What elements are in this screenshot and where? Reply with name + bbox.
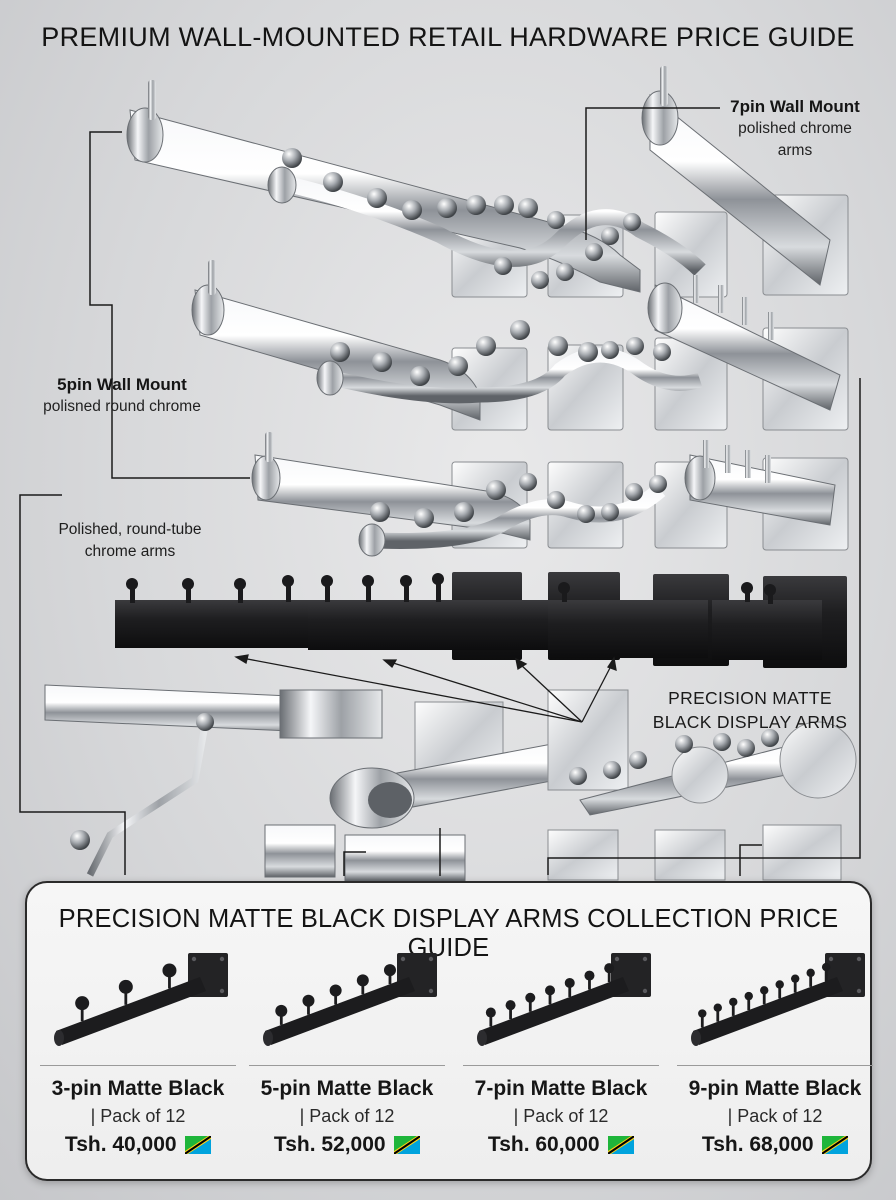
matte-black-arm-row (115, 572, 847, 668)
pin-ball (162, 963, 177, 978)
product-name: 3-pin Matte Black (51, 1077, 225, 1100)
chrome-arm-row-3 (251, 432, 836, 557)
product-name: 7-pin Matte Black (474, 1077, 648, 1100)
pin-ball (525, 992, 536, 1003)
product-price: Tsh. 68,000 (701, 1133, 814, 1156)
tanzania-flag-icon (394, 1136, 421, 1154)
tanzania-flag-icon (608, 1136, 635, 1154)
pin-ball (485, 1007, 496, 1018)
product-divider (677, 1065, 873, 1066)
callout-7pin-line2: arms (777, 142, 813, 159)
product-divider (249, 1065, 445, 1066)
chrome-bottom-pieces (44, 684, 857, 882)
callout-5pin-title: 5pin Wall Mount (57, 375, 187, 394)
product-card-7pin[interactable]: 7-pin Matte Black | Pack of 12 Tsh. 60,0… (463, 943, 659, 1168)
product-card-5pin[interactable]: 5-pin Matte Black | Pack of 12 Tsh. 52,0… (249, 943, 445, 1168)
product-pack: | Pack of 12 (513, 1106, 609, 1126)
arm-bar (693, 977, 843, 1045)
callout-round-tube-arms: Polished, round-tube chrome arms (40, 519, 220, 563)
pin-ball (713, 1003, 722, 1012)
callout-7pin-title: 7pin Wall Mount (730, 97, 860, 116)
pin-ball (698, 1009, 707, 1018)
matte-black-arrows (234, 654, 617, 723)
pin-ball (604, 963, 615, 974)
pin-ball (775, 980, 784, 989)
product-price-row: Tsh. 68,000 (677, 1133, 873, 1157)
pin-ball (505, 1000, 516, 1011)
callout-black-line2: BLACK DISPLAY ARMS (652, 712, 848, 732)
callout-7pin-wall-mount: 7pin Wall Mount polished chrome arms (700, 96, 890, 162)
callout-7pin-line1: polished chrome (738, 120, 852, 137)
product-pack: | Pack of 12 (90, 1106, 186, 1126)
pin-ball (383, 964, 396, 977)
product-divider (463, 1065, 659, 1066)
pin-ball (356, 974, 369, 987)
callout-matte-black-arms: PRECISION MATTE BLACK DISPLAY ARMS (630, 686, 870, 734)
callout-round-line1: Polished, round-tube (58, 521, 202, 538)
price-guide-title: PRECISION MATTE BLACK DISPLAY ARMS COLLE… (58, 905, 839, 962)
price-guide-panel: PRECISION MATTE BLACK DISPLAY ARMS COLLE… (25, 881, 873, 1181)
callout-round-line2: chrome arms (84, 543, 176, 560)
product-divider (40, 1065, 236, 1066)
product-price: Tsh. 60,000 (487, 1133, 600, 1156)
matte-black-arm-9pin-icon (691, 953, 865, 1046)
pin-ball (821, 962, 831, 972)
tanzania-flag-icon (185, 1136, 212, 1154)
product-price-row: Tsh. 60,000 (463, 1133, 659, 1157)
pin-ball (564, 977, 575, 988)
chrome-arm-row-2 (191, 260, 841, 421)
pin-ball (75, 996, 90, 1011)
pin-ball (329, 984, 342, 997)
callout-leader-lines (19, 107, 861, 876)
matte-black-arm-7pin-icon (477, 953, 651, 1046)
arm-bar (479, 977, 629, 1045)
pin-ball (760, 986, 769, 995)
product-name: 9-pin Matte Black (688, 1077, 862, 1100)
callout-5pin-subtitle: polisned round chrome (43, 398, 201, 415)
product-price: Tsh. 52,000 (273, 1133, 386, 1156)
pin-ball (744, 991, 753, 1001)
tanzania-flag-icon (822, 1136, 849, 1154)
product-price: Tsh. 40,000 (64, 1133, 177, 1156)
product-card-3pin[interactable]: 3-pin Matte Black | Pack of 12 Tsh. 40,0… (40, 943, 236, 1168)
product-pack: | Pack of 12 (727, 1106, 823, 1126)
product-name: 5-pin Matte Black (260, 1077, 434, 1100)
product-price-row: Tsh. 52,000 (249, 1133, 445, 1157)
pin-ball (545, 985, 556, 996)
product-pack: | Pack of 12 (299, 1106, 395, 1126)
product-price-row: Tsh. 40,000 (40, 1133, 236, 1157)
matte-black-arm-3pin-icon (54, 953, 228, 1046)
pin-ball (584, 970, 595, 981)
callout-black-line1: PRECISION MATTE (668, 688, 832, 708)
product-card-9pin[interactable]: 9-pin Matte Black | Pack of 12 Tsh. 68,0… (677, 943, 873, 1168)
chrome-arm-row-1 (126, 66, 831, 293)
page-title: PREMIUM WALL-MOUNTED RETAIL HARDWARE PRI… (41, 22, 855, 52)
arm-bar (56, 977, 206, 1045)
pin-ball (302, 994, 315, 1007)
pin-ball (118, 979, 133, 994)
pin-ball (806, 968, 815, 978)
pin-ball (275, 1004, 288, 1017)
pin-ball (790, 974, 800, 983)
arm-bar (265, 977, 415, 1045)
pin-ball (729, 997, 738, 1007)
callout-5pin-wall-mount: 5pin Wall Mount polisned round chrome (22, 374, 222, 418)
matte-black-arm-5pin-icon (263, 953, 437, 1046)
